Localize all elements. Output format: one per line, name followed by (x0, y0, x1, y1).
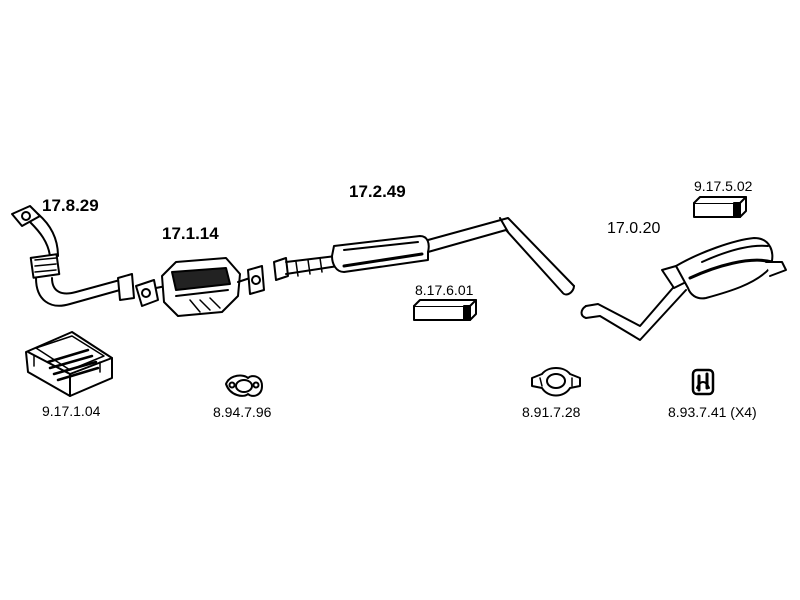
part-label-front-pipe: 17.8.29 (42, 196, 99, 215)
catalytic-converter (135, 257, 265, 317)
part-label-mounting-kit-centre: 8.17.6.01 (415, 282, 474, 298)
part-label-rear-silencer: 17.0.20 (607, 220, 661, 237)
rear-silencer (580, 237, 787, 341)
mounting-kit-small (693, 196, 747, 218)
part-label-centre-silencer: 17.2.49 (349, 182, 406, 201)
part-label-rubber-mount: 8.93.7.41 (X4) (668, 404, 757, 420)
part-label-catalytic-converter: 17.1.14 (162, 224, 219, 243)
gasket (225, 374, 263, 397)
clamp (531, 367, 581, 397)
centre-silencer (273, 217, 575, 296)
front-pipe (11, 205, 135, 307)
fitting-kit (25, 331, 113, 397)
mounting-kit-centre (413, 299, 477, 321)
part-label-clamp: 8.91.7.28 (522, 404, 581, 420)
part-label-fitting-kit: 9.17.1.04 (42, 403, 101, 419)
part-label-mounting-kit-small: 9.17.5.02 (694, 178, 753, 194)
rubber-mount (691, 368, 715, 396)
part-label-gasket: 8.94.7.96 (213, 404, 272, 420)
